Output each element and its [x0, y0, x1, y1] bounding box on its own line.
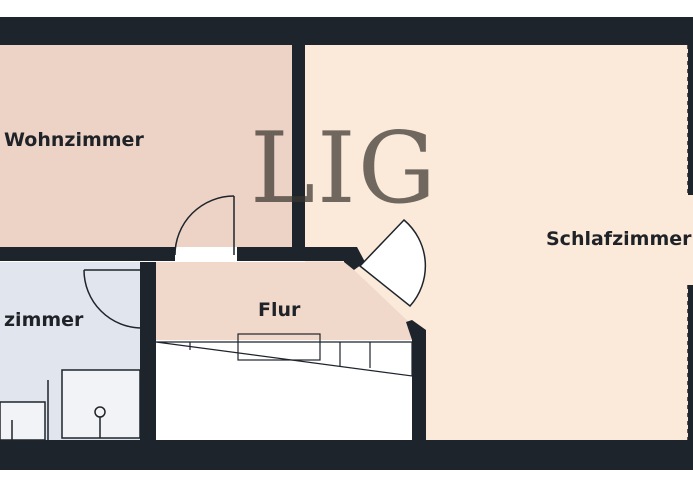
- hallway-corner-wall: [344, 247, 365, 270]
- top-wall: [0, 17, 693, 45]
- walls: [0, 17, 693, 470]
- room-floors: [0, 45, 693, 442]
- room-label-bathroom: zimmer: [4, 309, 84, 331]
- bathroom-door-swing: [83, 269, 143, 329]
- partition-wall-living-bedroom: [292, 45, 305, 247]
- closet-outline: [155, 341, 413, 377]
- right-outer-wall-lower: [688, 285, 693, 440]
- room-label-living-room: Wohnzimmer: [4, 129, 144, 151]
- room-label-hallway: Flur: [258, 299, 301, 321]
- hallway-closet: [155, 333, 413, 377]
- storage-floor: [156, 340, 412, 440]
- bottom-wall: [0, 440, 693, 470]
- hallway-right-wall: [406, 320, 426, 440]
- hallway-floor: [148, 262, 412, 340]
- bathroom-fixtures: [0, 369, 141, 441]
- watermark-logo: LIG: [250, 112, 438, 226]
- bathroom-door: [83, 269, 143, 329]
- living-room-door: [174, 195, 235, 256]
- living-room-door-swing: [174, 195, 235, 256]
- living-room-lower-wall-right: [237, 247, 347, 261]
- shower-tray: [61, 369, 141, 439]
- right-outer-wall-upper: [688, 45, 693, 195]
- bathroom-hallway-wall: [140, 262, 156, 442]
- bedroom-door-swing: [358, 218, 427, 308]
- room-label-bedroom: Schlafzimmer: [546, 228, 692, 250]
- living-room-floor: [0, 45, 292, 247]
- washbasin: [0, 401, 46, 441]
- living-room-lower-wall-left: [0, 247, 175, 261]
- bedroom-door: [358, 218, 427, 308]
- closet-recess: [237, 333, 321, 361]
